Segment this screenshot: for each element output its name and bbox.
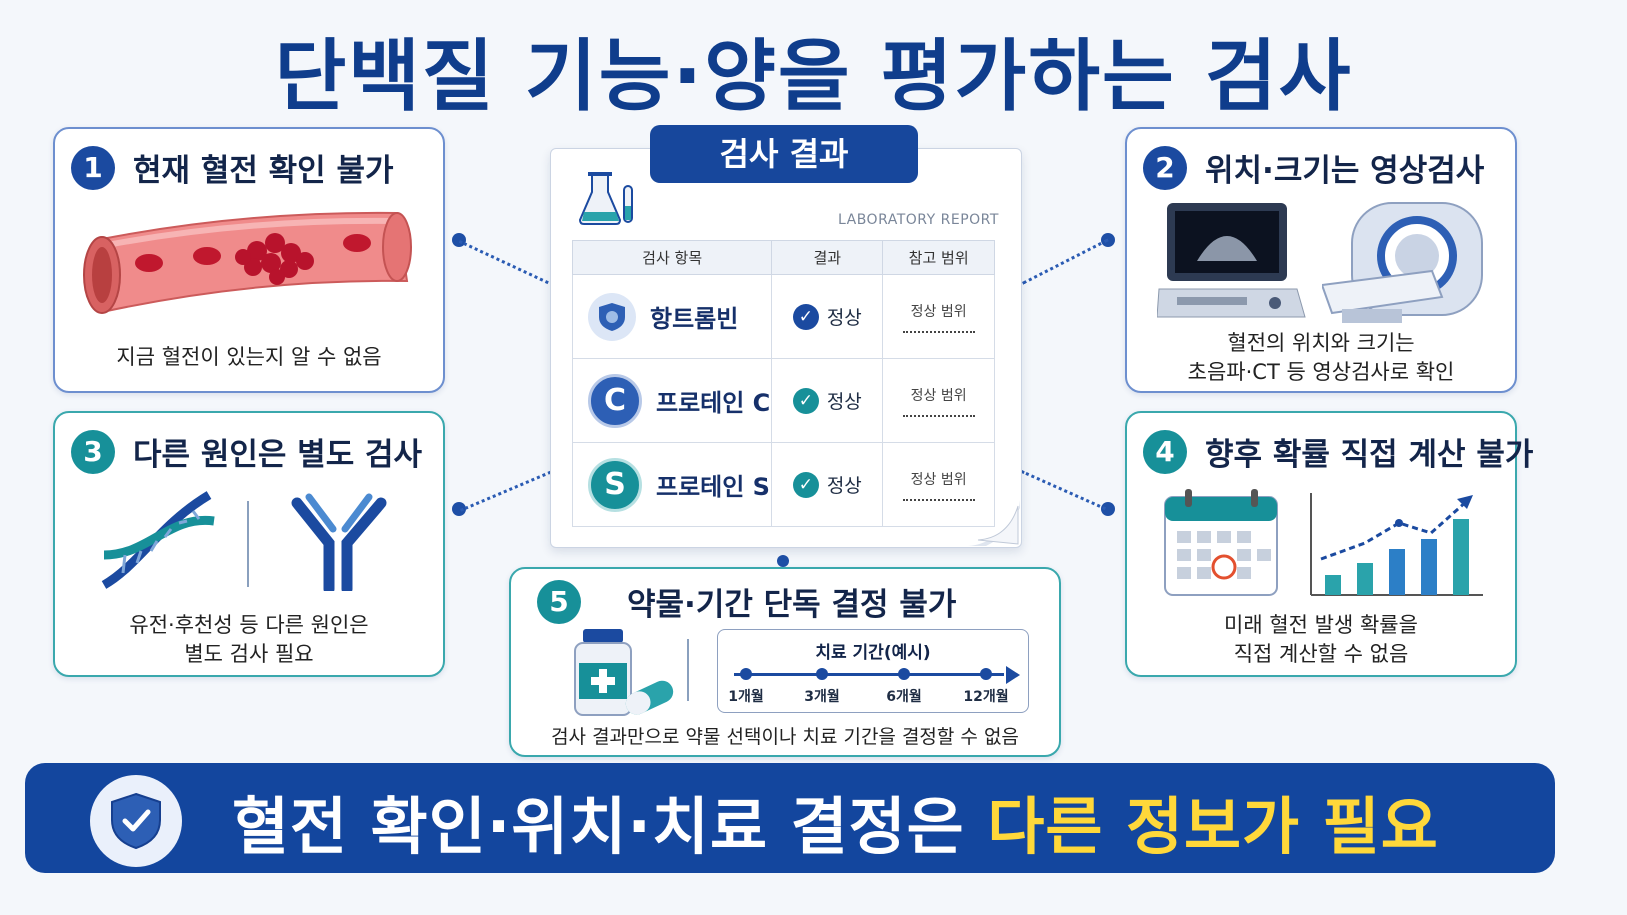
card-imaging: 2 위치·크기는 영상검사 혈전의 위치와 크기는 초음파·CT 등 영상검사로… [1125,127,1517,393]
card-other-causes: 3 다른 원인은 별도 검사 유전·후천성 등 다른 원인은 별도 검사 필요 [53,411,445,677]
column-header: 참고 범위 [882,240,995,275]
protein-c-badge: C [588,373,642,428]
reference-blank [902,495,975,501]
banner-text: 혈전 확인·위치·치료 결정은 다른 정보가 필요 [232,776,1439,866]
card-current-clot: 1 현재 혈전 확인 불가 지금 혈전이 있는지 알 수 없음 [53,127,445,393]
card-caption-line: 검사 결과만으로 약물 선택이나 치료 기간을 결정할 수 없음 [551,726,1019,748]
connector-line [1020,470,1107,511]
report-table: 검사 항목 결과 참고 범위 항트롬빈 ✓ 정상 정상 범위 C 프로테인 C … [571,240,995,527]
check-icon: ✓ [792,387,819,414]
ct-scanner-icon [1322,202,1483,323]
timeline-box: 치료 기간(예시) 1개월 3개월 6개월 12개월 [717,629,1029,713]
card-caption-line: 직접 계산할 수 없음 [1233,642,1409,666]
connector-line [458,240,549,285]
banner-highlight-text: 다른 정보가 필요 [987,790,1439,863]
timeline-arrow-icon [1006,666,1020,684]
blood-vessel-icon [83,211,412,314]
timeline-point [898,668,910,680]
card-caption-line: 지금 혈전이 있는지 알 수 없음 [116,345,382,369]
divider [247,501,249,587]
reference-range: 정상 범위 [910,303,967,320]
connector-dot [452,502,466,516]
divider [687,639,689,701]
test-item-name: 프로테인 S [656,473,770,501]
timeline-label: 3개월 [804,689,840,705]
timeline-point [980,668,992,680]
card-number: 2 [1143,145,1187,190]
protein-s-badge: S [588,457,642,512]
antithrombin-shield-icon [588,292,636,341]
page-title: 단백질 기능·양을 평가하는 검사 [274,32,1353,122]
rising-chart-icon [1310,493,1483,596]
timeline-label: 6개월 [886,689,922,705]
timeline-label: 1개월 [728,689,764,705]
card-title: 위치·크기는 영상검사 [1205,153,1485,189]
table-header-row: 검사 항목 결과 참고 범위 [571,240,995,275]
report-subtitle: LABORATORY REPORT [838,212,999,228]
card-caption-line: 별도 검사 필요 [184,642,314,666]
timeline-title: 치료 기간(예시) [815,643,931,663]
card-number: 1 [71,145,115,190]
card-number: 4 [1143,429,1187,474]
test-item-name: 프로테인 C [656,389,771,417]
reference-blank [902,411,975,417]
calendar-icon [1164,489,1278,596]
medicine-bottle-icon [574,629,674,716]
connector-dot [777,555,789,567]
card-title: 향후 확률 직접 계산 불가 [1205,437,1534,473]
connector-line [460,470,552,512]
table-row: 항트롬빈 ✓ 정상 정상 범위 [571,274,995,359]
ultrasound-machine-icon [1157,203,1306,318]
reference-range: 정상 범위 [910,387,967,404]
connector-dot [1101,233,1115,247]
antibody-icon [291,493,387,591]
check-icon: ✓ [792,471,819,498]
card-number: 3 [71,429,115,474]
card-caption-line: 유전·후천성 등 다른 원인은 [129,613,369,637]
test-result: 정상 [826,307,862,329]
test-result: 정상 [826,475,862,497]
card-caption-line: 초음파·CT 등 영상검사로 확인 [1187,360,1455,384]
card-number: 5 [537,579,581,624]
report-tab-title: 검사 결과 [650,125,918,183]
reference-range: 정상 범위 [910,471,967,488]
table-row: S 프로테인 S ✓ 정상 정상 범위 [571,442,995,527]
timeline-label: 12개월 [963,689,1009,705]
card-title: 다른 원인은 별도 검사 [133,437,423,473]
table-row: C 프로테인 C ✓ 정상 정상 범위 [571,358,995,443]
reference-blank [902,327,975,333]
dna-icon [101,491,215,589]
test-item-name: 항트롬빈 [650,305,739,333]
conclusion-banner [25,763,1555,873]
timeline-axis [734,673,1004,676]
banner-main-text: 혈전 확인·위치·치료 결정은 [232,790,988,863]
timeline-point [740,668,752,680]
card-caption-line: 미래 혈전 발생 확률을 [1224,613,1418,637]
card-title: 현재 혈전 확인 불가 [133,153,394,189]
connector-dot [1101,502,1115,516]
page-curl-icon [968,500,1020,546]
column-header: 검사 항목 [571,240,773,275]
connector-dot [452,233,466,247]
connector-line [1022,238,1109,285]
test-result: 정상 [826,391,862,413]
card-treatment-decision: 5 약물·기간 단독 결정 불가 치료 기간(예시) 1개월 3개월 6개월 1… [509,567,1061,757]
card-future-probability: 4 향후 확률 직접 계산 불가 미래 혈전 발생 확률을 직접 계산할 수 없… [1125,411,1533,677]
card-title: 약물·기간 단독 결정 불가 [627,587,957,623]
lab-flask-icon [578,172,633,225]
check-icon: ✓ [792,303,819,330]
timeline-point [816,668,828,680]
column-header: 결과 [771,240,884,275]
shield-check-icon [90,775,182,867]
card-caption-line: 혈전의 위치와 크기는 [1227,331,1415,355]
